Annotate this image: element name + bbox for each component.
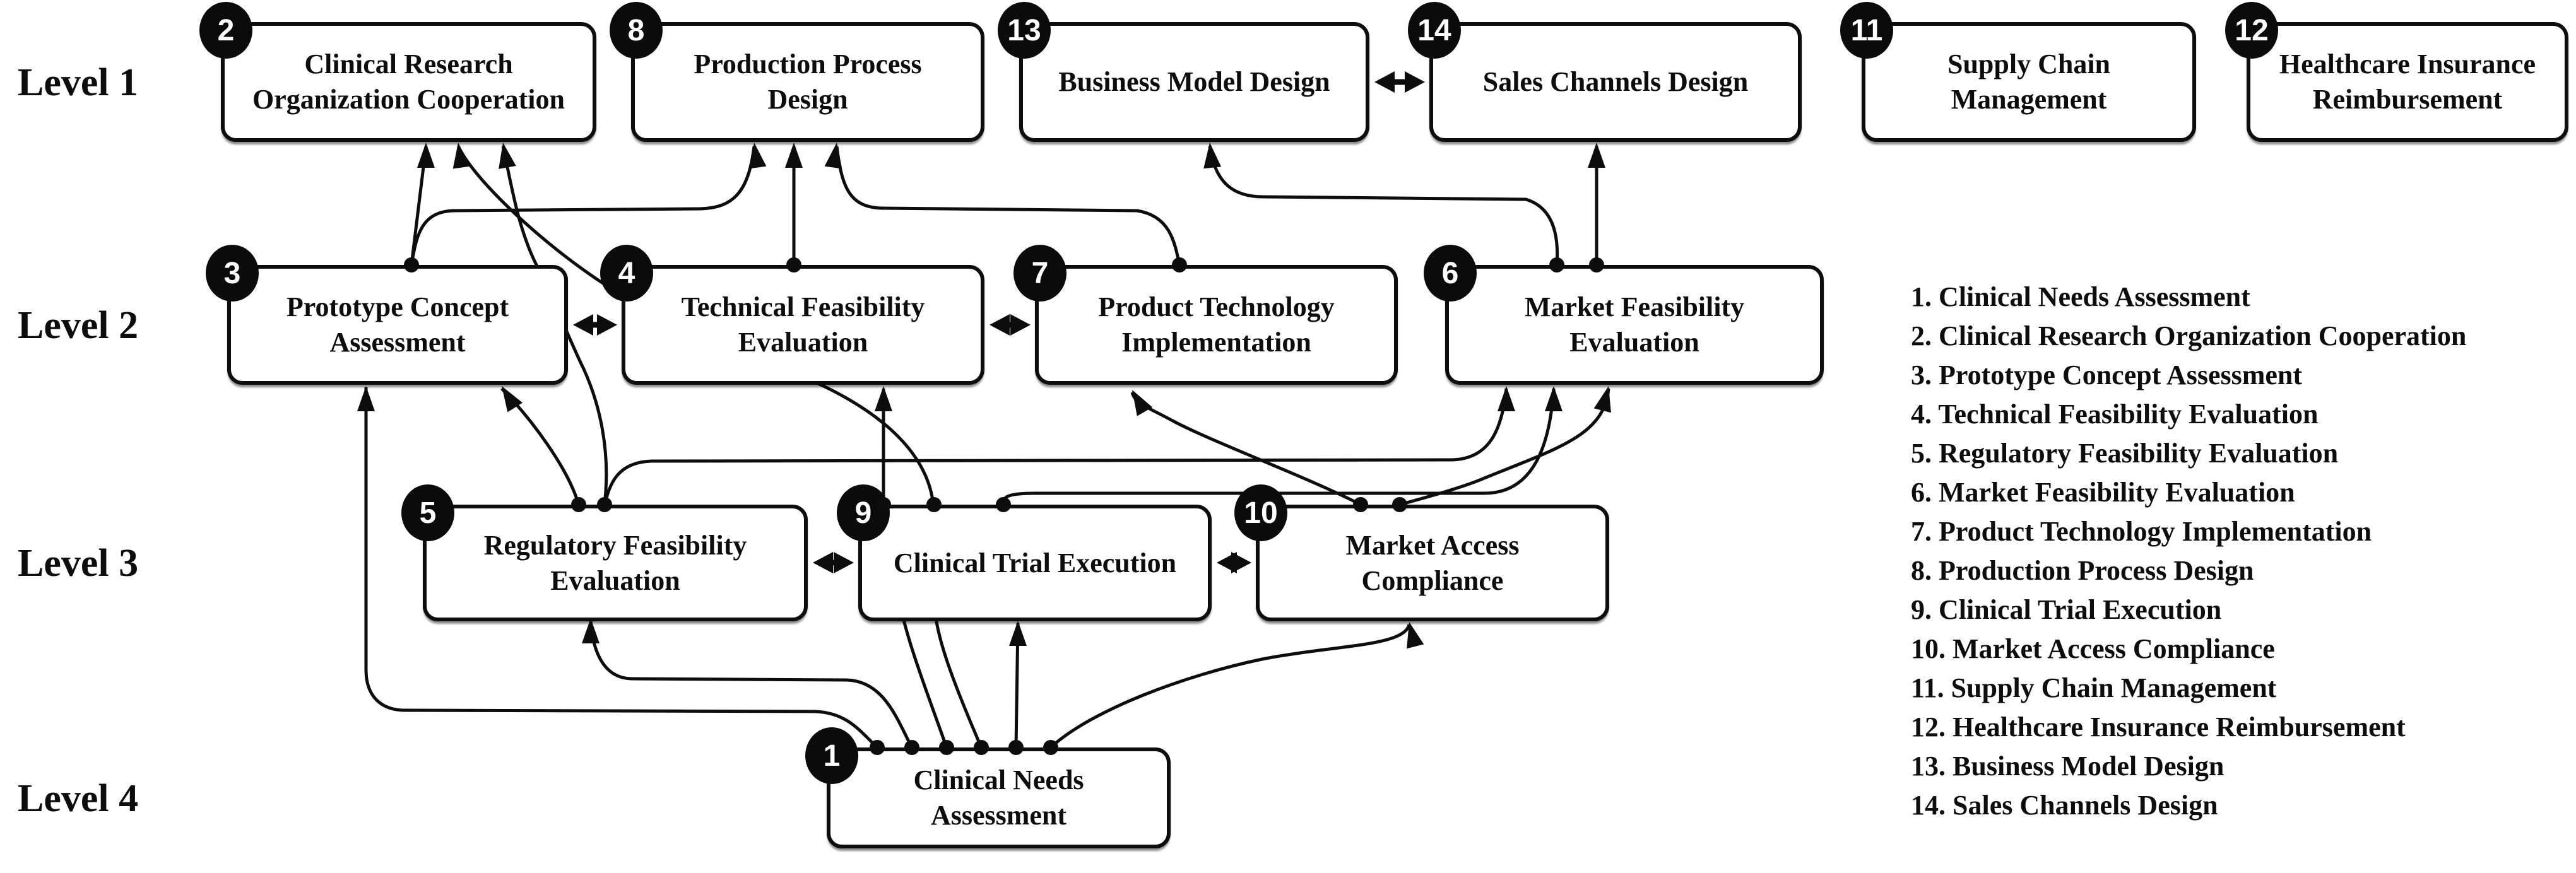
box-7-label-line: Product Technology — [1098, 291, 1335, 322]
box-2-number-badge: 2 — [199, 2, 252, 59]
box-13-number-badge: 13 — [998, 2, 1051, 59]
box-5-label-line: Regulatory Feasibility — [483, 529, 747, 561]
legend-item-2: 2. Clinical Research Organization Cooper… — [1911, 320, 2467, 351]
box-11-label-line: Supply Chain — [1947, 49, 2111, 79]
box-5-number-badge: 5 — [401, 484, 454, 541]
edge-5-to-6 — [603, 388, 1508, 505]
box-9-label-line: Clinical Trial Execution — [893, 547, 1177, 578]
box-11-label-line: Management — [1951, 84, 2107, 115]
box-4-label-line: Technical Feasibility — [681, 291, 925, 322]
legend-item-8: 8. Production Process Design — [1911, 555, 2254, 586]
box-4-label-line: Evaluation — [738, 327, 868, 358]
box-14-number-badge: 14 — [1408, 2, 1461, 59]
box-12-label-line: Reimbursement — [2312, 84, 2503, 115]
level-label-1: Level 1 — [18, 61, 139, 104]
box-7-number-badge: 7 — [1013, 245, 1066, 302]
edge-1-to-5 — [589, 620, 914, 749]
edge-6-to-13 — [1208, 146, 1559, 266]
box-13-label-line: Business Model Design — [1058, 66, 1330, 97]
level-label-4: Level 4 — [18, 777, 139, 820]
edge-1-to-10 — [1049, 624, 1411, 749]
box-5-label-line: Evaluation — [550, 565, 680, 596]
level-label-3: Level 3 — [18, 542, 139, 585]
box-1-label-line: Assessment — [930, 800, 1067, 831]
edge-7-to-8 — [835, 146, 1181, 266]
box-10-number-badge: 10 — [1234, 484, 1287, 541]
level-label-2: Level 2 — [18, 304, 139, 347]
box-6-number-badge: 6 — [1424, 245, 1477, 302]
box-8-number-badge: 8 — [610, 2, 663, 59]
edge-3-to-8 — [410, 146, 756, 266]
box-3-label-line: Prototype Concept — [286, 291, 509, 322]
box-10-label-line: Compliance — [1361, 565, 1504, 596]
legend-item-3: 3. Prototype Concept Assessment — [1911, 360, 2303, 390]
box-6-label-line: Evaluation — [1569, 327, 1699, 358]
edge-1-to-3 — [364, 387, 878, 749]
box-2-label-line: Clinical Research — [304, 49, 513, 79]
legend-item-1: 1. Clinical Needs Assessment — [1911, 281, 2250, 312]
legend-item-11: 11. Supply Chain Management — [1911, 672, 2277, 703]
legend: 1. Clinical Needs Assessment 2. Clinical … — [1911, 278, 2466, 825]
box-14-label-line: Sales Channels Design — [1482, 66, 1749, 97]
legend-item-12: 12. Healthcare Insurance Reimbursement — [1911, 712, 2406, 742]
edge-9-to-6 — [1001, 388, 1556, 505]
box-8-label-line: Design — [767, 84, 848, 115]
box-1-label-line: Clinical Needs — [913, 765, 1084, 795]
box-11-number-badge: 11 — [1840, 2, 1893, 59]
legend-item-4: 4. Technical Feasibility Evaluation — [1911, 399, 2319, 430]
box-7-label-line: Implementation — [1121, 327, 1311, 358]
legend-item-5: 5. Regulatory Feasibility Evaluation — [1911, 438, 2339, 469]
box-9-number-badge: 9 — [837, 484, 890, 541]
box-12-label-line: Healthcare Insurance — [2279, 49, 2536, 79]
legend-item-7: 7. Product Technology Implementation — [1911, 516, 2372, 547]
box-3-label-line: Assessment — [329, 327, 466, 358]
legend-item-6: 6. Market Feasibility Evaluation — [1911, 477, 2295, 508]
box-12-number-badge: 12 — [2225, 2, 2278, 59]
box-2-label-line: Organization Cooperation — [252, 84, 565, 115]
edge-10-to-6 — [1399, 388, 1610, 507]
legend-item-13: 13. Business Model Design — [1911, 751, 2224, 782]
box-8-label-line: Production Process — [694, 49, 922, 79]
legend-item-10: 10. Market Access Compliance — [1911, 633, 2275, 664]
legend-item-9: 9. Clinical Trial Execution — [1911, 594, 2222, 625]
box-3-number-badge: 3 — [206, 245, 259, 302]
box-4-number-badge: 4 — [600, 245, 653, 302]
legend-item-14: 14. Sales Channels Design — [1911, 790, 2218, 821]
box-10-label-line: Market Access — [1345, 529, 1520, 561]
box-1-number-badge: 1 — [805, 727, 858, 784]
box-6-label-line: Market Feasibility — [1524, 291, 1745, 322]
